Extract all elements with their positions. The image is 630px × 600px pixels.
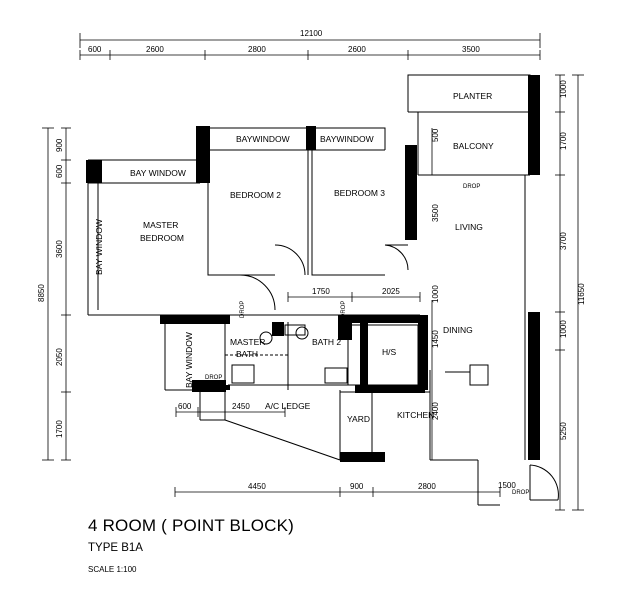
dim-inner-5: 1000	[431, 285, 440, 303]
plan-type: TYPE B1A	[88, 542, 143, 554]
label-bedroom-2: BEDROOM 2	[230, 190, 281, 200]
label-master-bath-line1: MASTER	[230, 337, 265, 347]
dim-right-4: 1000	[559, 320, 568, 338]
dim-bottom-2: 900	[350, 482, 364, 491]
plan-scale: SCALE 1:100	[88, 565, 137, 574]
dim-inner-8: 600	[178, 402, 192, 411]
dim-right-1: 1000	[559, 80, 568, 98]
dim-top-2: 2600	[146, 45, 164, 54]
label-bath-2: BATH 2	[312, 337, 341, 347]
label-master-bedroom-line2: BEDROOM	[140, 233, 184, 243]
dim-bottom-3: 2800	[418, 482, 436, 491]
dim-right-2: 1700	[559, 132, 568, 150]
label-bedroom-3: BEDROOM 3	[334, 188, 385, 198]
label-planter: PLANTER	[453, 91, 492, 101]
label-balcony: BALCONY	[453, 141, 494, 151]
label-dining: DINING	[443, 325, 473, 335]
label-baywindow-left-top: BAY WINDOW	[130, 168, 186, 178]
label-living: LIVING	[455, 222, 483, 232]
label-drop-1: DROP	[240, 301, 246, 318]
label-ac-ledge: A/C LEDGE	[265, 401, 311, 411]
dim-inner-3: 3500	[431, 204, 440, 222]
walls	[86, 75, 540, 462]
dim-left-1: 900	[55, 138, 64, 152]
label-master-bath-line2: BATH	[236, 349, 258, 359]
room-labels: PLANTER BALCONY BAYWINDOW BAYWINDOW BAY …	[94, 91, 529, 496]
dim-inner-2: 2025	[382, 287, 400, 296]
dim-bottom-4: 1500	[498, 481, 516, 490]
dim-left-5: 1700	[55, 420, 64, 438]
label-drop-3: DROP	[463, 184, 480, 190]
dim-top-1: 600	[88, 45, 102, 54]
dim-top-total: 12100	[300, 29, 323, 38]
label-hs: H/S	[382, 347, 397, 357]
dim-right-total: 11650	[577, 283, 586, 305]
label-master-bedroom-line1: MASTER	[143, 220, 178, 230]
dim-inner-9: 2450	[232, 402, 250, 411]
label-drop-entrance: DROP	[512, 490, 529, 496]
dim-right-3: 3700	[559, 232, 568, 250]
dim-inner-6: 1450	[431, 330, 440, 348]
dim-left-4: 2050	[55, 348, 64, 366]
label-kitchen: KITCHEN	[397, 410, 434, 420]
label-yard: YARD	[347, 414, 370, 424]
dim-left-3: 3600	[55, 240, 64, 258]
dim-top-4: 2600	[348, 45, 366, 54]
label-drop-ac: DROP	[205, 375, 222, 381]
dimension-lines	[42, 33, 584, 511]
label-baywindow-top-2: BAYWINDOW	[320, 134, 374, 144]
dim-inner-4: 500	[431, 128, 440, 142]
label-drop-2: DROP	[341, 301, 347, 318]
label-baywindow-bottom: BAY WINDOW	[184, 332, 194, 388]
dim-inner-1: 1750	[312, 287, 330, 296]
plan-title: 4 ROOM ( POINT BLOCK)	[88, 516, 295, 535]
dim-top-3: 2800	[248, 45, 266, 54]
dimension-labels: 12100 600 2600 2800 2600 3500 1000 1700 …	[37, 29, 586, 491]
dim-top-5: 3500	[462, 45, 480, 54]
dim-inner-7: 2400	[431, 402, 440, 420]
dim-right-5: 5250	[559, 422, 568, 440]
label-baywindow-top-1: BAYWINDOW	[236, 134, 290, 144]
dim-bottom-1: 4450	[248, 482, 266, 491]
dim-left-2: 600	[55, 164, 64, 178]
dim-left-total: 8850	[37, 284, 46, 302]
label-baywindow-vertical: BAY WINDOW	[94, 219, 104, 275]
